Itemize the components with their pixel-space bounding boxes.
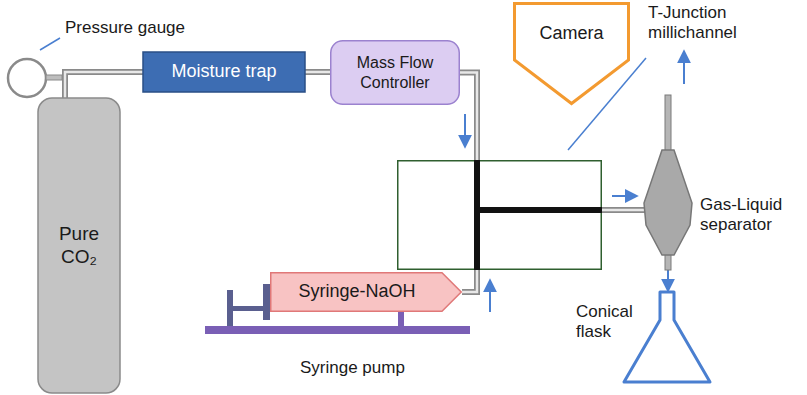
pump-support (398, 312, 404, 326)
pipe-outer (602, 207, 645, 213)
node-outline (640, 95, 696, 270)
plunger-handle (227, 290, 233, 326)
pipe-inner (462, 270, 477, 292)
pipe-outer (462, 270, 477, 292)
connector-line (602, 209, 645, 211)
conical-flask: Conical flask (622, 290, 712, 385)
channel (477, 207, 602, 213)
pipe-inner (602, 209, 645, 212)
moisture-trap-box: Moisture trap (143, 52, 305, 92)
pressure-gauge (8, 59, 46, 97)
cylinder-shape (38, 98, 120, 393)
pipe-outer (65, 72, 143, 98)
flow-arrow (464, 114, 466, 146)
syringe-flange (263, 284, 270, 320)
syringe-shape (271, 273, 462, 312)
node-outline (330, 40, 460, 105)
connector-line (667, 270, 669, 290)
flow-arrow (612, 195, 636, 197)
node-label: Gas-Liquid separator (700, 195, 806, 236)
connector-line (65, 72, 143, 98)
pipe-inner (305, 71, 330, 74)
node-label: Mass Flow Controller (339, 53, 451, 91)
flask-outline (624, 292, 710, 382)
box-shape (331, 41, 460, 105)
flow-connector (668, 270, 669, 290)
pipe-inner (460, 73, 477, 161)
connector-line (462, 270, 477, 292)
separator-shape: Gas-Liquid separator (640, 95, 696, 270)
separator-body (644, 150, 692, 255)
node-outline (622, 290, 712, 385)
pipe-connector (462, 270, 477, 292)
node-label: T-Junction millichannel (648, 3, 798, 44)
pump-base (205, 326, 470, 334)
node-label: Pure CO₂ (53, 223, 105, 269)
node-outline (513, 2, 630, 105)
node-label: Syringe-NaOH (298, 281, 415, 303)
pipe-connector (460, 73, 477, 161)
flow-arrow (683, 52, 685, 84)
flow-arrow (489, 281, 491, 312)
node-label: Moisture trap (171, 61, 276, 83)
pump-label: Syringe pump (300, 358, 405, 378)
pentagon-shape (515, 4, 629, 104)
gauge-pipe (46, 75, 62, 80)
pipe-outer (460, 73, 477, 161)
node-outline (397, 160, 602, 270)
connector-line (305, 71, 330, 73)
connector-line (460, 73, 477, 161)
gauge-label: Pressure gauge (65, 18, 185, 38)
tube (665, 95, 671, 151)
camera-shape: Camera (513, 2, 630, 105)
gas-cylinder: Pure CO₂ (38, 98, 120, 393)
syringe-barrel: Syringe-NaOH (270, 272, 462, 312)
pipe-connector (65, 72, 143, 98)
t-junction-block: T-Junction millichannel (397, 160, 602, 270)
pipe-inner (65, 72, 143, 98)
plunger-rod (233, 306, 263, 311)
pipe-connector (602, 210, 645, 211)
pipe-connector (305, 72, 330, 73)
box-shape (143, 52, 305, 92)
node-label: Conical flask (576, 302, 638, 343)
pipe-outer (305, 69, 330, 75)
channel (474, 160, 480, 270)
mass-flow-controller-box: Mass Flow Controller (330, 40, 460, 105)
leader-line (40, 38, 60, 50)
node-label: Camera (539, 23, 603, 45)
block-outline (398, 161, 602, 270)
